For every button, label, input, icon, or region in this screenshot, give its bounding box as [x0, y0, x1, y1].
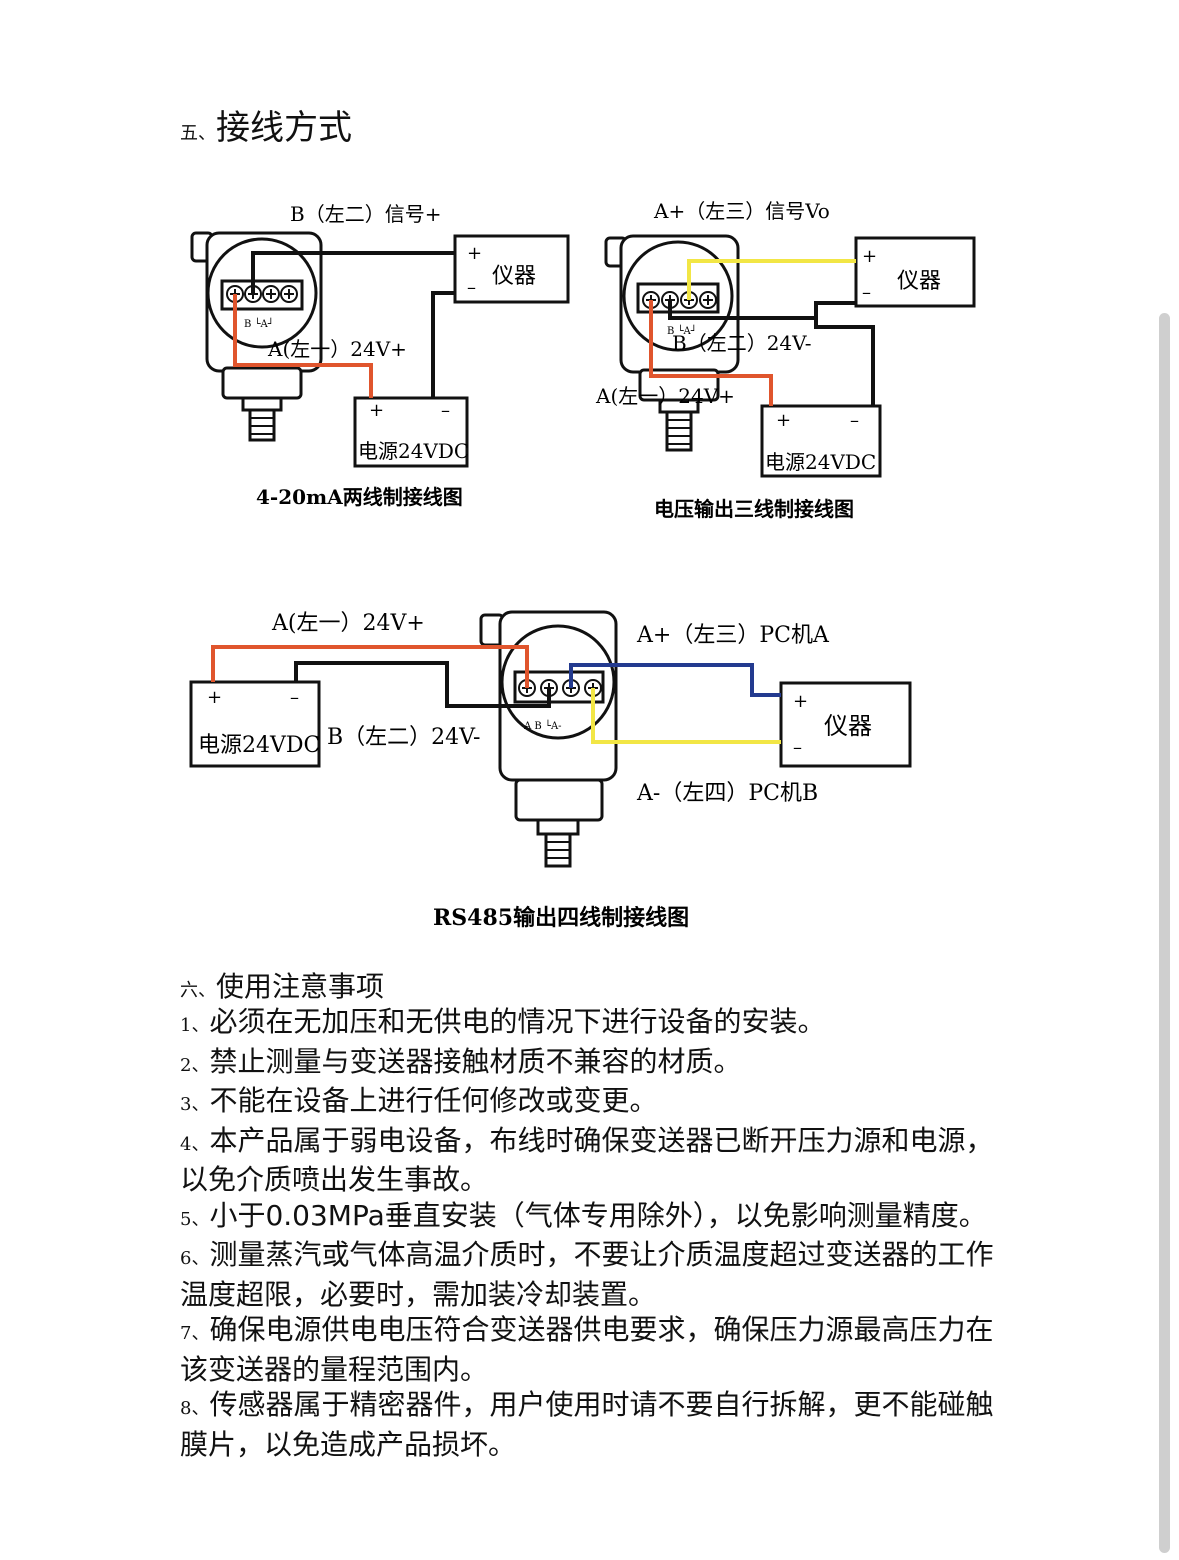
list-item: 1、必须在无加压和无供电的情况下进行设备的安装。 [180, 1004, 1010, 1044]
power-3-label: 电源24VDC [198, 733, 320, 758]
list-item: 8、传感器属于精密器件，用户使用时请不要自行拆解，更不能碰触膜片，以免造成产品损… [180, 1387, 1010, 1462]
note-text: 确保电源供电电压符合变送器供电要求，确保压力源最高压力在该变送器的量程范围内。 [180, 1313, 994, 1386]
power-box-3 [189, 680, 321, 768]
power-1-label: 电源24VDC [358, 439, 469, 463]
note-text: 不能在设备上进行任何修改或变更。 [209, 1084, 658, 1117]
wire-24v-minus-black [294, 661, 551, 708]
list-item: 2、禁止测量与变送器接触材质不兼容的材质。 [180, 1044, 1010, 1084]
note-text: 传感器属于精密器件，用户使用时请不要自行拆解，更不能碰触膜片，以免造成产品损坏。 [180, 1388, 994, 1461]
power-2-label: 电源24VDC [765, 450, 876, 474]
wire-signal-black [251, 251, 455, 294]
instrument-box-3 [779, 681, 912, 768]
d2-wire-b-label: B（左二）24V- [672, 331, 812, 355]
d3-label-aminus: A-（左四）PC机B [636, 781, 818, 806]
note-number: 3、 [180, 1094, 210, 1115]
wiring-diagrams: B └A┘ + – 仪器 + – 电源24VDC B（左二）信号+ A(左一）2… [189, 199, 976, 931]
instrument-3-label: 仪器 [824, 712, 872, 740]
instrument-2-plus: + [862, 246, 877, 267]
section-6-title: 使用注意事项 [216, 970, 385, 1003]
d2-top-label: A+（左三）信号Vo [653, 199, 830, 223]
list-item: 4、本产品属于弱电设备，布线时确保变送器已断开压力源和电源，以免介质喷出发生事故… [180, 1123, 1010, 1198]
d2-caption: 电压输出三线制接线图 [654, 497, 854, 521]
instrument-box-1 [453, 234, 570, 304]
power-3-plus: + [207, 687, 222, 708]
d1-top-label: B（左二）信号+ [290, 202, 441, 226]
terminal-labels: A B └A- [523, 719, 562, 732]
wire-signal-yellow [687, 259, 856, 300]
diagram-3-wire: B └A┘ + – 仪器 + – 电源24VDC A+（左三）信号Vo B（左二… [595, 199, 976, 521]
note-number: 6、 [180, 1248, 210, 1269]
list-item: 5、小于0.03MPa垂直安装（气体专用除外），以免影响测量精度。 [180, 1198, 1010, 1238]
d3-label-aplus: A+（左三）PC机A [636, 623, 830, 648]
instrument-2-label: 仪器 [897, 269, 941, 294]
d1-caption: 4-20mA两线制接线图 [256, 485, 463, 509]
d1-wire-label: A(左一）24V+ [267, 337, 407, 361]
instrument-box-2 [854, 236, 976, 308]
d3-caption: RS485输出四线制接线图 [433, 905, 689, 931]
note-text: 小于0.03MPa垂直安装（气体专用除外），以免影响测量精度。 [209, 1198, 987, 1232]
note-text: 本产品属于弱电设备，布线时确保变送器已断开压力源和电源，以免介质喷出发生事故。 [180, 1123, 994, 1197]
note-number: 1、 [180, 1015, 210, 1036]
section-6-heading: 六、使用注意事项 [180, 965, 384, 1005]
wire-return-black [431, 291, 455, 398]
terminal-4 [280, 285, 298, 303]
wire-485a-blue [569, 663, 781, 697]
note-number: 8、 [180, 1398, 210, 1419]
wire-24v-red [233, 294, 373, 398]
power-2-plus: + [776, 410, 791, 431]
list-item: 7、确保电源供电电压符合变送器供电要求，确保压力源最高压力在该变送器的量程范围内… [180, 1312, 1010, 1387]
power-3-minus: – [290, 687, 299, 708]
wire-ground-black [814, 318, 875, 406]
instrument-1-minus: – [467, 277, 476, 298]
section-5-heading: 五、接线方式 [180, 100, 352, 149]
section-5-title: 接线方式 [216, 108, 352, 148]
vertical-scrollbar[interactable] [1159, 313, 1170, 1553]
power-1-plus: + [369, 400, 384, 421]
note-text: 禁止测量与变送器接触材质不兼容的材质。 [209, 1044, 742, 1078]
note-number: 2、 [180, 1054, 210, 1076]
transmitter-3 [479, 610, 618, 868]
instrument-3-plus: + [793, 691, 808, 712]
section-5-number: 五、 [180, 123, 216, 144]
note-text: 测量蒸汽或气体高温介质时，不要让介质温度超过变送器的工作温度超限，必要时，需加装… [180, 1238, 994, 1311]
instrument-3-minus: – [793, 737, 802, 758]
diagram-2-wire: B └A┘ + – 仪器 + – 电源24VDC B（左二）信号+ A(左一）2… [190, 202, 570, 509]
diagram-4-wire: A B └A- + – 电源24VDC + – 仪器 A(左一）24V+ A+（… [189, 610, 912, 931]
d3-label-a: A(左一）24V+ [271, 611, 425, 636]
terminal-labels: B └A┘ [244, 317, 274, 330]
instrument-1-label: 仪器 [492, 264, 536, 289]
note-number: 7、 [180, 1323, 210, 1344]
list-item: 3、不能在设备上进行任何修改或变更。 [180, 1083, 1010, 1123]
terminal-4 [699, 291, 717, 309]
section-6-number: 六、 [180, 980, 216, 1001]
list-item: 6、测量蒸汽或气体高温介质时，不要让介质温度超过变送器的工作温度超限，必要时，需… [180, 1237, 1010, 1312]
d2-wire-a-label: A(左一）24V+ [595, 384, 735, 408]
note-number: 5、 [180, 1208, 210, 1230]
precautions-list: 1、必须在无加压和无供电的情况下进行设备的安装。 2、禁止测量与变送器接触材质不… [180, 1004, 1010, 1462]
wire-485b-yellow [591, 688, 781, 744]
instrument-1-plus: + [467, 243, 482, 264]
power-2-minus: – [850, 410, 859, 431]
power-1-minus: – [441, 400, 450, 421]
terminal-labels: B └A┘ [667, 324, 697, 337]
d3-label-b: B（左二）24V- [327, 725, 480, 750]
note-number: 4、 [180, 1133, 210, 1155]
instrument-2-minus: – [862, 282, 871, 303]
note-text: 必须在无加压和无供电的情况下进行设备的安装。 [209, 1005, 826, 1038]
terminal-3 [262, 285, 280, 303]
power-box-1 [353, 396, 469, 468]
wire-24v-red [211, 645, 529, 688]
power-box-2 [760, 404, 882, 478]
wire-24v-red [649, 300, 773, 406]
